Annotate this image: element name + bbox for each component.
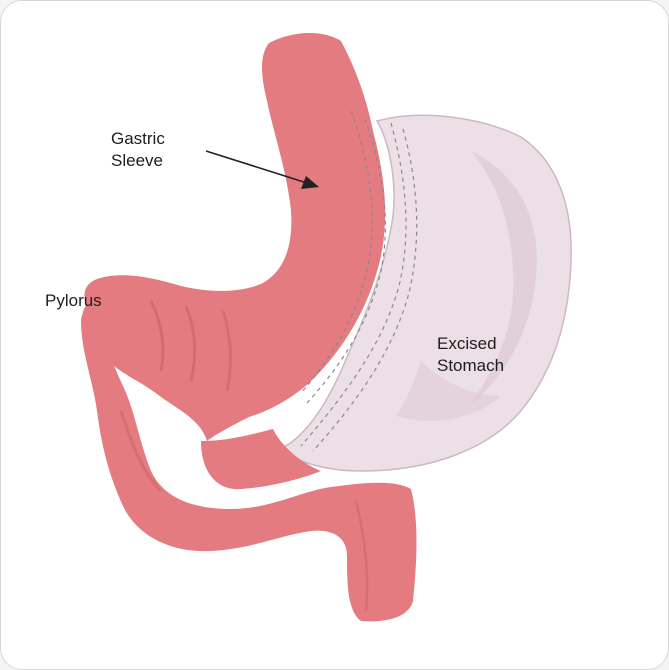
gastric-sleeve-label: Gastric Sleeve bbox=[111, 128, 165, 172]
pylorus-label: Pylorus bbox=[45, 290, 102, 312]
excised-stomach-label: Excised Stomach bbox=[437, 333, 504, 377]
excised-stomach-label-line1: Excised bbox=[437, 333, 504, 355]
gastric-sleeve-label-line2: Sleeve bbox=[111, 150, 165, 172]
excised-stomach-label-line2: Stomach bbox=[437, 355, 504, 377]
gastric-sleeve-label-line1: Gastric bbox=[111, 128, 165, 150]
